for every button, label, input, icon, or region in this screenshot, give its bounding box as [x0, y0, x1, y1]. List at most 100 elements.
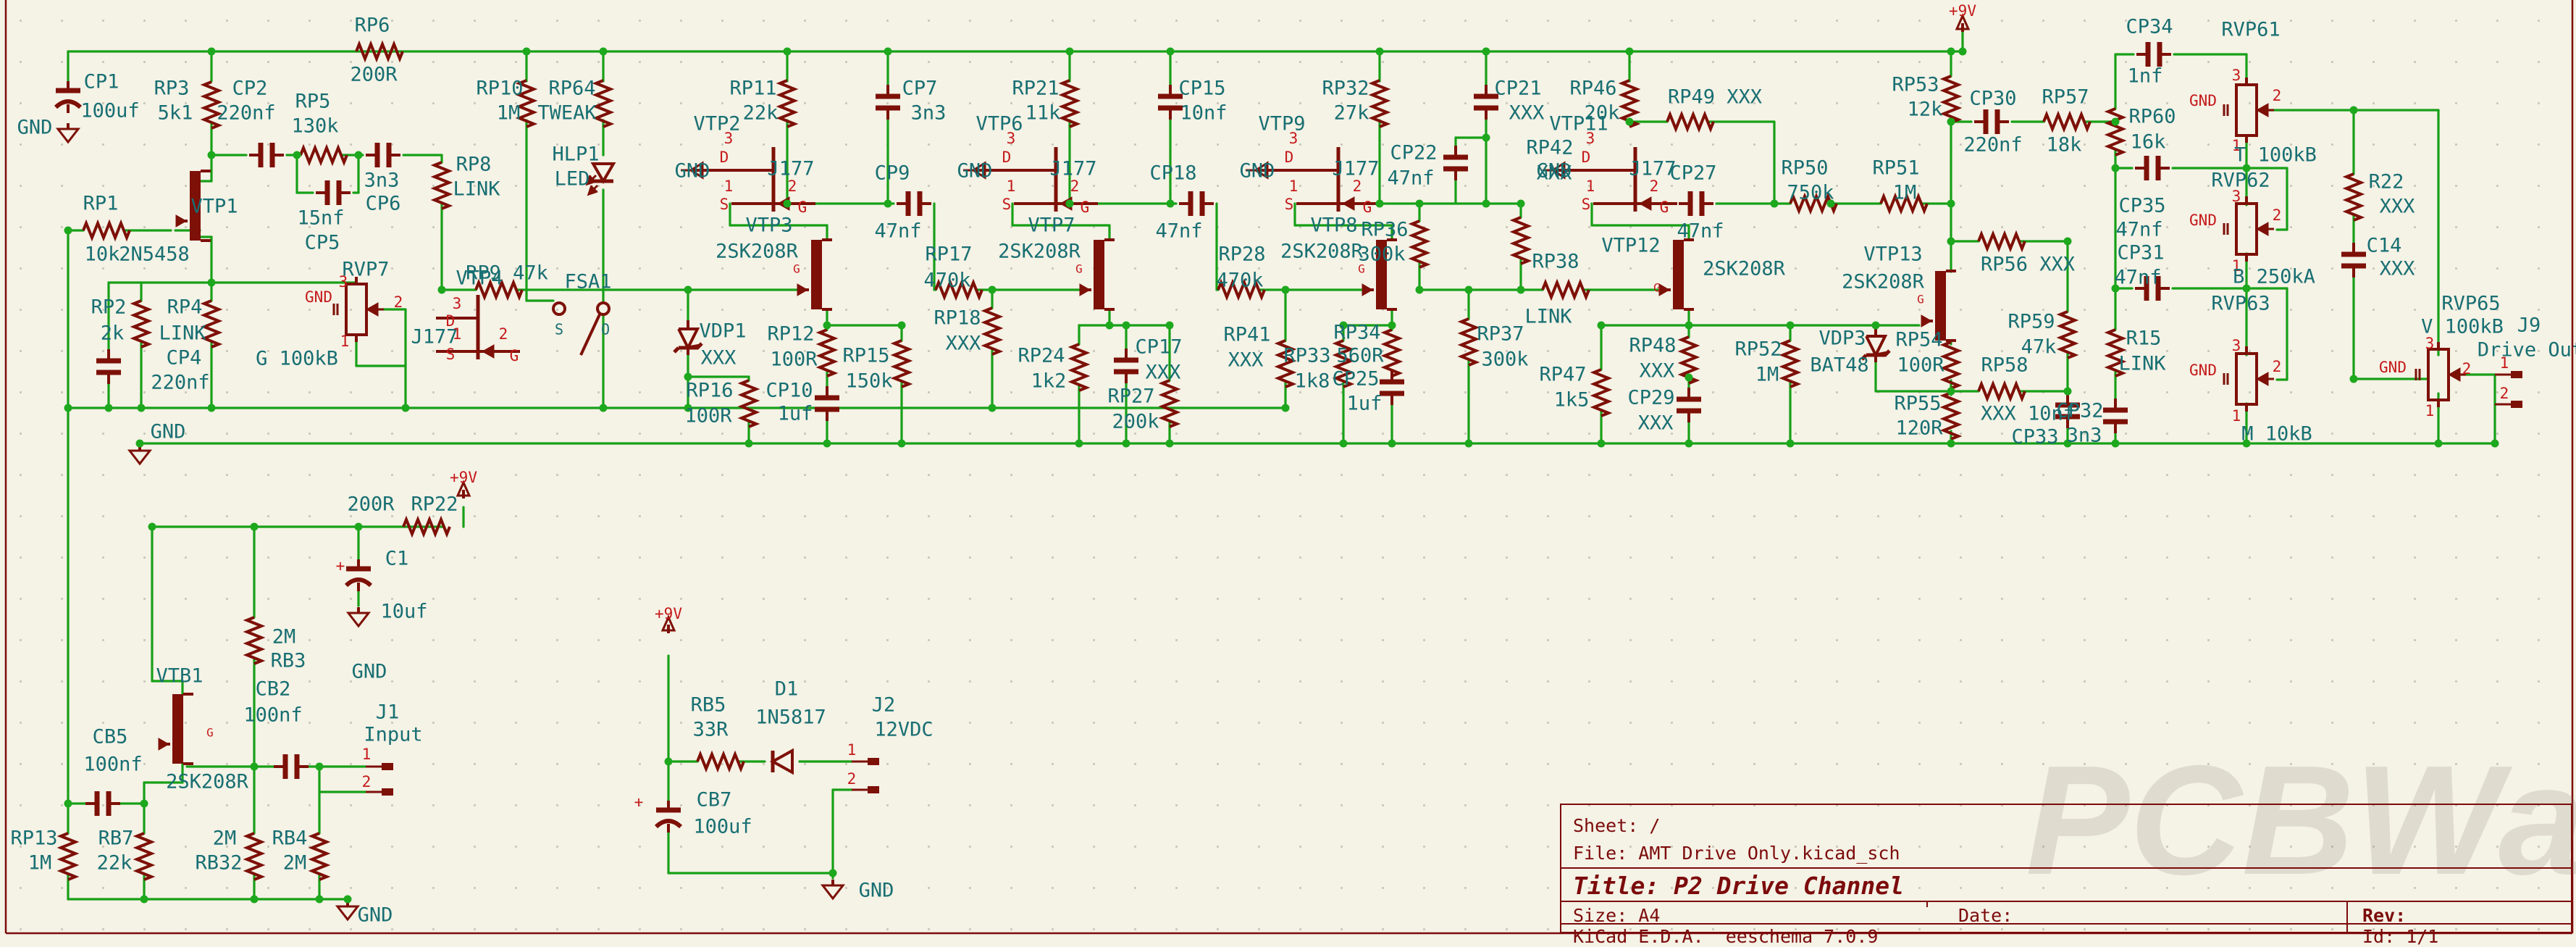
schematic-label: D	[720, 149, 729, 166]
schematic-label: RP49 XXX	[1668, 86, 1762, 109]
junction-dot	[138, 404, 146, 412]
schematic-label: 3	[2232, 337, 2241, 354]
schematic-label: 100R	[770, 349, 818, 371]
schematic-label: G	[1653, 281, 1661, 295]
schematic-label: CP5	[305, 232, 340, 254]
symbol-res-v	[1944, 76, 1958, 122]
symbol-cap-h	[1679, 191, 1713, 216]
schematic-label: 2	[2273, 358, 2282, 375]
schematic-label: RP47	[1539, 364, 1586, 386]
schematic-label: 3	[2425, 335, 2435, 352]
schematic-label: 1	[724, 178, 734, 195]
schematic-label: VTP2	[693, 113, 740, 135]
schematic-label: 2k	[101, 322, 125, 345]
schematic-label: XXX	[2380, 258, 2415, 280]
schematic-label: +	[634, 793, 644, 811]
junction-dot	[344, 896, 352, 904]
symbol-res-h	[403, 520, 450, 534]
schematic-label: VTP7	[1028, 214, 1075, 237]
symbol-pcap-v	[56, 81, 80, 113]
schematic-label: RP32	[1322, 78, 1369, 100]
junction-dot	[1482, 48, 1490, 56]
schematic-label: 47nf	[1677, 220, 1724, 243]
junction-dot	[1947, 440, 1955, 448]
schematic-label: G	[793, 262, 800, 276]
schematic-label: C14	[2367, 235, 2402, 257]
schematic-label: Drive Out	[2478, 339, 2576, 362]
schematic-label: 200R	[350, 64, 398, 86]
junction-dot	[898, 440, 906, 448]
schematic-label: LINK	[2118, 353, 2166, 375]
schematic-label: 2	[2273, 206, 2282, 224]
junction-dot	[1947, 118, 1955, 126]
symbol-pin-r	[852, 758, 879, 765]
schematic-label: RP51	[1872, 157, 1919, 180]
schematic-label: 2SK208R	[1280, 241, 1364, 263]
schematic-label: GND	[2189, 92, 2217, 109]
schematic-label: 3	[724, 130, 734, 147]
schematic-label: GND	[17, 117, 53, 139]
junction-dot	[1465, 286, 1473, 294]
schematic-label: VTP8	[1310, 214, 1357, 237]
schematic-label: 130k	[291, 115, 338, 138]
schematic-label: D	[1285, 149, 1294, 166]
title-block: Sheet: / File: AMT Drive Only.kicad_sch …	[1560, 804, 2572, 933]
schematic-label: RP1	[83, 193, 119, 215]
junction-dot	[1872, 322, 1880, 330]
schematic-label: J177	[1049, 158, 1096, 180]
symbol-gnd	[337, 901, 358, 919]
junction-dot	[148, 523, 156, 531]
symbol-res-v	[2108, 109, 2123, 155]
symbol-cap-v	[2103, 399, 2128, 433]
junction-dot	[355, 151, 363, 159]
symbol-res-v	[1385, 330, 1399, 376]
schematic-label: O	[601, 321, 610, 338]
schematic-label: CP6	[366, 193, 401, 215]
schematic-label: 100uf	[693, 816, 752, 838]
symbol-cap-v	[876, 85, 900, 120]
schematic-label: 3	[453, 295, 462, 312]
symbol-res-h	[697, 754, 744, 769]
schematic-label: 2	[788, 178, 797, 195]
junction-dot	[1626, 48, 1634, 56]
schematic-label: 3n3	[364, 170, 400, 192]
schematic-label: RP59	[2007, 311, 2055, 333]
schematic-label: J1	[376, 701, 400, 724]
schematic-label: RP2	[91, 296, 127, 319]
schematic-label: 2	[2500, 385, 2509, 402]
symbol-res-h	[1543, 283, 1589, 297]
schematic-label: VTP6	[976, 113, 1023, 135]
junction-dot	[438, 286, 446, 294]
divider	[1561, 923, 2571, 925]
schematic-label: 1N5817	[755, 706, 826, 729]
junction-dot	[316, 896, 324, 904]
symbol-res-v	[312, 833, 327, 880]
schematic-label: 2	[847, 770, 857, 788]
junction-dot	[208, 279, 216, 287]
schematic-label: 1	[847, 741, 857, 759]
symbol-cap-h	[1974, 109, 2009, 134]
schematic-label: RP54	[1895, 329, 1942, 351]
schematic-label: 47nf	[1387, 167, 1434, 190]
schematic-label: RP37	[1477, 323, 1524, 346]
symbol-res-v	[985, 308, 999, 354]
junction-dot	[1123, 440, 1130, 448]
schematic-label: 1M	[28, 852, 52, 875]
junction-dot	[1167, 200, 1175, 208]
junction-dot	[208, 404, 216, 412]
schematic-label: 1	[340, 333, 350, 350]
schematic-label: GND	[1240, 160, 1275, 183]
schematic-label: VTP3	[745, 214, 792, 237]
schematic-label: CB7	[697, 789, 732, 812]
schematic-label: VTP1	[190, 196, 238, 218]
symbol-cap-h	[897, 191, 931, 216]
schematic-label: RP50	[1781, 157, 1828, 180]
junction-dot	[208, 48, 216, 56]
schematic-label: RP8	[456, 154, 492, 176]
schematic-label: XXX	[1228, 349, 1264, 372]
junction-dot	[1388, 322, 1396, 330]
junction-dot	[64, 800, 72, 808]
schematic-label: 150k	[845, 370, 892, 393]
schematic-label: 220nf	[217, 102, 275, 125]
schematic-label: RP55	[1894, 393, 1941, 415]
